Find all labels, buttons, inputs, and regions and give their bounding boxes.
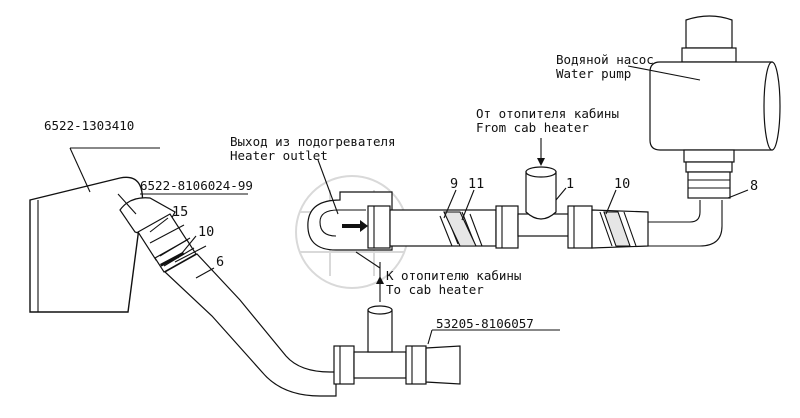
callout-10-left: 10 — [198, 224, 214, 240]
callout-15: 15 — [172, 204, 188, 220]
label-heater-outlet-en: Heater outlet — [230, 148, 328, 163]
heater-body — [29, 176, 144, 313]
label-53205-8106057: 53205-8106057 — [436, 316, 534, 331]
label-from-cab-heater-ru: От отопителя кабины — [476, 106, 619, 121]
callout-9: 9 — [450, 176, 458, 192]
callout-6: 6 — [216, 254, 224, 270]
label-heater-outlet-ru: Выход из подогревателя — [230, 134, 396, 149]
tee-1 — [525, 166, 557, 220]
label-from-cab-heater-en: From cab heater — [476, 120, 589, 135]
label-water-pump-ru: Водяной насос — [556, 52, 654, 67]
label-to-cab-heater-ru: К отопителю кабины — [386, 268, 521, 283]
hose-left — [119, 197, 337, 397]
callout-8: 8 — [750, 178, 758, 194]
water-pump — [649, 15, 781, 199]
arrow-from-cab-heater — [537, 138, 545, 166]
leader-lines — [69, 65, 749, 345]
callout-1: 1 — [566, 176, 574, 192]
label-water-pump-en: Water pump — [556, 66, 631, 81]
hose-right — [567, 200, 723, 249]
label-6522-8106024-99: 6522-8106024-99 — [140, 178, 253, 193]
lower-tee — [333, 305, 461, 385]
label-to-cab-heater-en: To cab heater — [386, 282, 484, 297]
callout-10-right: 10 — [614, 176, 630, 192]
callout-11: 11 — [468, 176, 484, 192]
label-6522-1303410: 6522-1303410 — [44, 118, 134, 133]
hose-middle — [367, 205, 571, 249]
